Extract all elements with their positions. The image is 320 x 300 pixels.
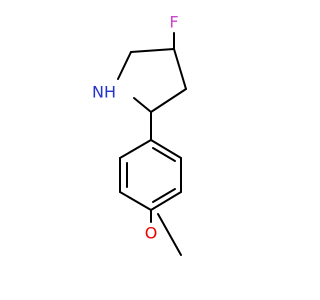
bond-c5-c4 <box>130 48 175 53</box>
bond-ar1-ar2 <box>150 139 182 159</box>
fluorine-label: F <box>169 13 178 32</box>
aromatic-double-bond-1 <box>152 147 176 162</box>
nitrogen-label: NH <box>92 83 116 102</box>
bond-ar3-ar4 <box>150 191 182 211</box>
chemical-structure: F NH O <box>92 13 187 256</box>
oxygen-label: O <box>145 224 158 243</box>
bond-ar4-ar5 <box>119 191 152 211</box>
bond-ar6-ar1 <box>119 139 152 159</box>
bond-o-ch3 <box>157 213 182 256</box>
aromatic-double-bond-2 <box>152 188 176 203</box>
bond-c3-c4 <box>173 48 187 90</box>
bond-n1-c5 <box>117 51 132 80</box>
bond-c2-c3 <box>150 88 187 113</box>
bond-n1-c2 <box>133 97 152 113</box>
